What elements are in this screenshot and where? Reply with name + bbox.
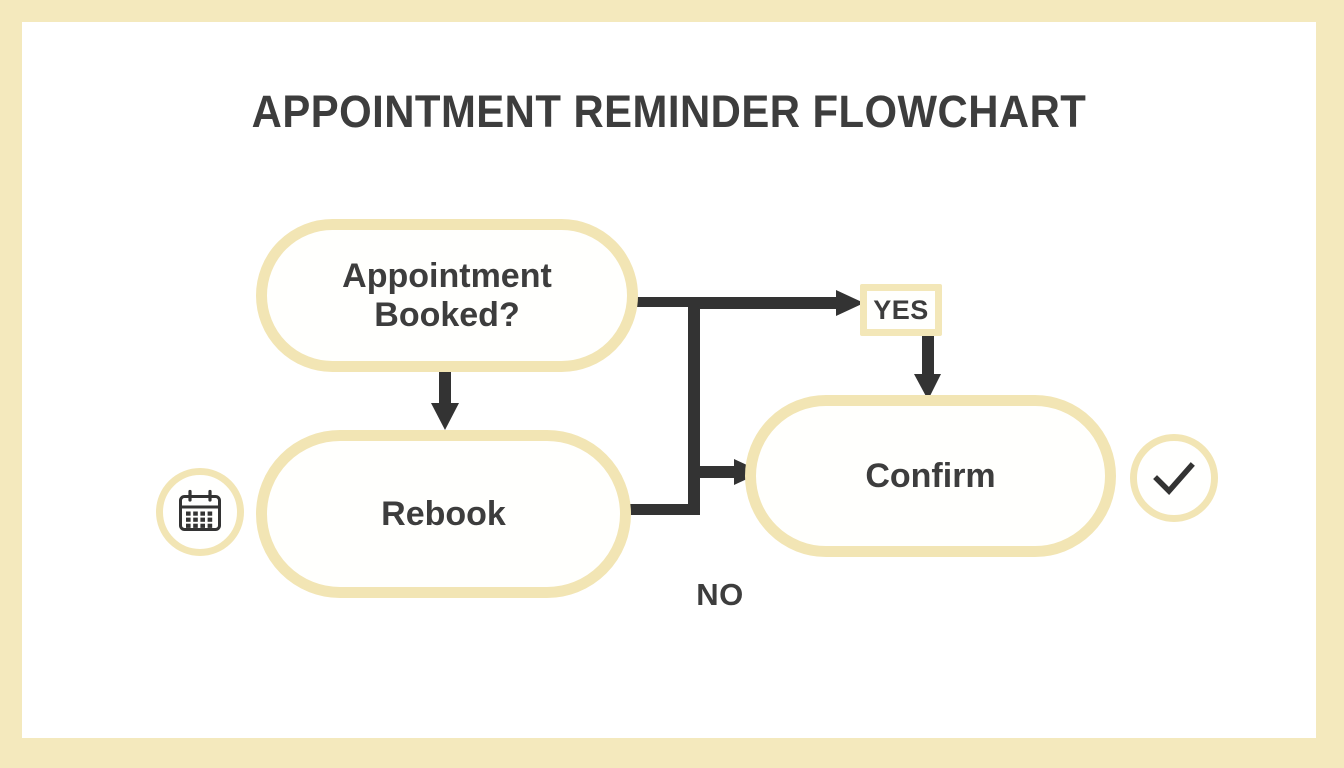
edge-trunk-to-confirm-horizontal bbox=[688, 466, 740, 478]
calendar-icon bbox=[179, 489, 221, 531]
node-confirm-label: Confirm bbox=[865, 456, 996, 495]
check-badge bbox=[1130, 434, 1218, 522]
edge-label-no: NO bbox=[696, 577, 744, 612]
node-rebook-label: Rebook bbox=[381, 494, 506, 533]
arrowhead-appointment-to-rebook bbox=[431, 403, 459, 430]
edge-label-yes-text: YES bbox=[873, 294, 929, 325]
node-rebook[interactable]: Rebook bbox=[256, 430, 631, 598]
edge-label-yes: YES bbox=[860, 284, 942, 336]
edge-appointment-to-rebook-vertical bbox=[439, 372, 451, 408]
edge-to-yes-horizontal bbox=[688, 297, 838, 309]
node-confirm[interactable]: Confirm bbox=[745, 395, 1116, 557]
check-icon bbox=[1153, 462, 1195, 496]
node-appointment-line1: Appointment bbox=[342, 257, 552, 296]
node-appointment-label: Appointment Booked? bbox=[342, 257, 552, 333]
edge-trunk-vertical bbox=[688, 297, 700, 515]
node-appointment-booked[interactable]: Appointment Booked? bbox=[256, 219, 638, 372]
page-title: APPOINTMENT REMINDER FLOWCHART bbox=[251, 86, 1087, 137]
edge-appointment-to-yes-stub bbox=[634, 297, 720, 307]
edge-rebook-to-trunk-horizontal bbox=[622, 504, 700, 515]
calendar-badge bbox=[156, 468, 244, 556]
node-appointment-line2: Booked? bbox=[374, 295, 520, 334]
edge-yes-to-confirm-vertical bbox=[922, 336, 934, 379]
flowchart-card: APPOINTMENT REMINDER FLOWCHART bbox=[22, 22, 1316, 738]
